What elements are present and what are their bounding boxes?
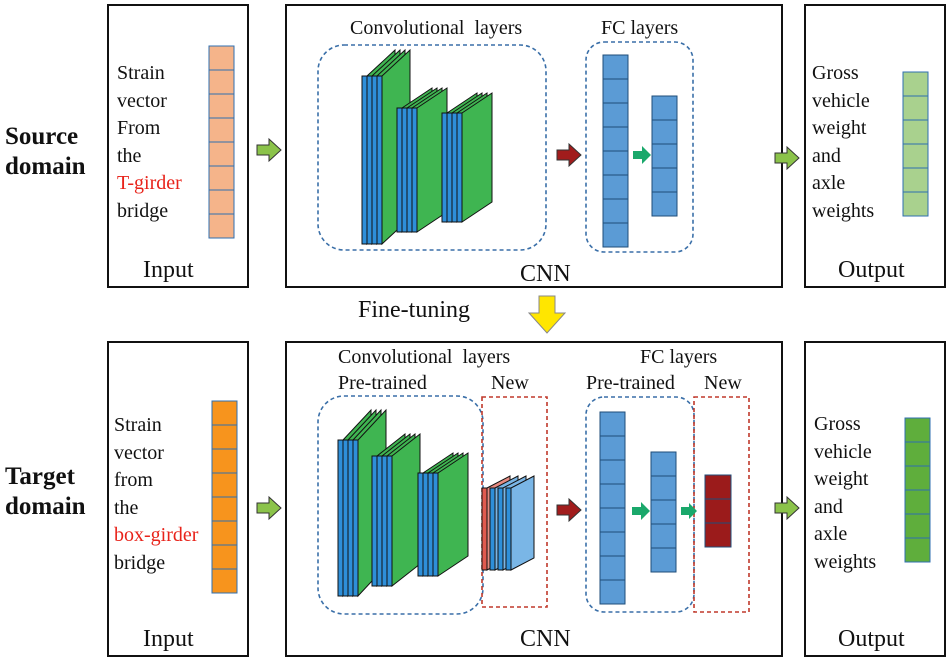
source-output-text: Gross vehicle weight and axle weights bbox=[812, 62, 875, 222]
source-output-arrow bbox=[774, 146, 800, 170]
target-output-caption: Output bbox=[838, 626, 905, 652]
target-input-arrow bbox=[256, 496, 282, 520]
source-conv-to-fc-arrow bbox=[556, 143, 582, 167]
target-conv-group bbox=[317, 395, 484, 615]
source-conv-stack-2 bbox=[396, 87, 448, 233]
source-fc-inner-arrow bbox=[633, 146, 651, 164]
source-input-text: Strain vector From the T-girder bridge bbox=[117, 62, 182, 222]
fine-tuning-arrow bbox=[527, 295, 567, 334]
target-fc-new-group bbox=[693, 396, 750, 613]
source-conv-stack-3 bbox=[441, 92, 493, 223]
target-fc-new-arrow bbox=[681, 503, 697, 519]
source-fc-header: FC layers bbox=[601, 17, 679, 39]
fine-tuning-label: Fine-tuning bbox=[358, 297, 470, 323]
target-highlight-text: box-girder bbox=[114, 524, 199, 546]
target-fc-vector-2 bbox=[650, 451, 677, 573]
source-highlight-text: T-girder bbox=[117, 172, 182, 194]
target-output-vector bbox=[904, 417, 931, 563]
source-fc-vector-1 bbox=[602, 54, 629, 248]
target-domain-label: Target domain bbox=[5, 463, 86, 520]
source-conv-header: Convolutional layers bbox=[350, 17, 523, 39]
source-input-vector bbox=[208, 45, 235, 239]
target-conv-to-fc-arrow bbox=[556, 498, 582, 522]
target-cnn-caption: CNN bbox=[520, 626, 571, 652]
target-fc-pretrained-label: Pre-trained bbox=[586, 372, 675, 394]
target-fc-inner-arrow bbox=[632, 502, 650, 520]
source-input-caption: Input bbox=[143, 257, 194, 283]
source-domain-label: Source domain bbox=[5, 123, 86, 180]
source-input-arrow bbox=[256, 138, 282, 162]
target-fc-vector-1 bbox=[599, 411, 626, 605]
target-input-caption: Input bbox=[143, 626, 194, 652]
source-fc-vector-2 bbox=[651, 95, 678, 217]
target-fc-new-vector bbox=[704, 474, 732, 548]
target-conv-stack-3 bbox=[417, 452, 469, 577]
source-output-caption: Output bbox=[838, 257, 905, 283]
source-fc-group bbox=[585, 41, 694, 253]
target-conv-new-stack bbox=[481, 475, 535, 571]
source-output-vector bbox=[902, 71, 929, 217]
target-conv-new-label: New bbox=[491, 372, 529, 394]
target-conv-pretrained-label: Pre-trained bbox=[338, 372, 427, 394]
target-fc-header: FC layers bbox=[640, 346, 718, 368]
target-fc-new-label: New bbox=[704, 372, 742, 394]
source-cnn-caption: CNN bbox=[520, 261, 571, 287]
target-output-arrow bbox=[774, 496, 800, 520]
target-input-text: Strain vector from the box-girder bridge bbox=[114, 414, 199, 574]
target-conv-stack-2 bbox=[371, 432, 421, 588]
target-output-text: Gross vehicle weight and axle weights bbox=[814, 413, 877, 573]
target-fc-group bbox=[585, 396, 695, 613]
target-input-vector bbox=[211, 400, 238, 594]
source-conv-group bbox=[317, 44, 547, 251]
target-conv-header: Convolutional layers bbox=[338, 346, 511, 368]
